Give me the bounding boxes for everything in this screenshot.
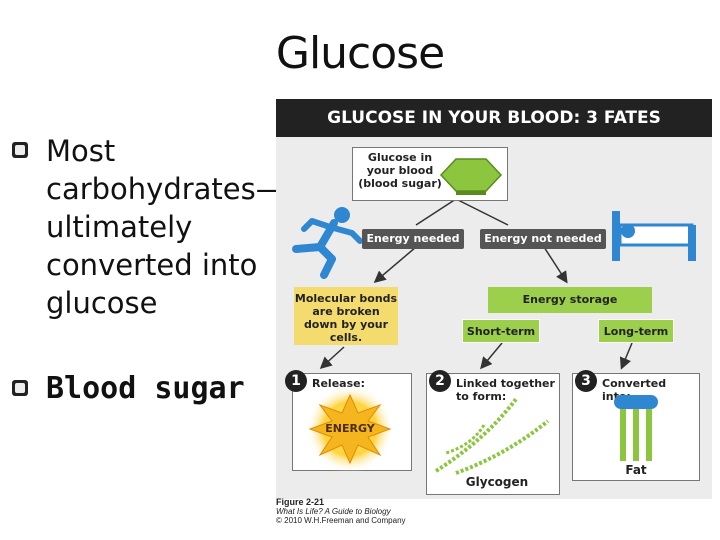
glucose-fates-figure: GLUCOSE IN YOUR BLOOD: 3 FATES Glucose i… [276,99,712,499]
figure-header: GLUCOSE IN YOUR BLOOD: 3 FATES [276,99,712,137]
glycogen-chain-icon [434,397,550,475]
fate-number-2: 2 [435,373,445,389]
fat-molecule-icon [614,395,658,461]
checkbox-bullet-icon [12,142,28,158]
fate-number-3: 3 [581,373,591,389]
glucose-hexagon-icon [439,158,503,195]
fate-number-circles [285,370,597,392]
molecular-bonds-box: Molecular bonds are broken down by your … [294,287,398,345]
glucose-label: Glucose in your blood (blood sugar) [358,151,442,190]
energy-storage-box: Energy storage [488,287,652,313]
energy-result: ENERGY [325,422,375,435]
energy-needed-label: Energy needed [362,229,464,249]
fat-result: Fat [625,463,647,477]
figure-caption: Figure 2-21 What Is Life? A Guide to Bio… [276,497,406,526]
figure-number: Figure 2-21 [276,497,325,507]
energy-burst-icon [306,385,394,473]
long-term-box: Long-term [598,319,674,343]
runner-icon [292,207,363,279]
short-term-box: Short-term [462,319,540,343]
energy-not-needed-label: Energy not needed [480,229,606,249]
fate-glycogen-label: Linked together to form: [456,377,555,403]
glycogen-result: Glycogen [465,475,529,489]
fate-glycogen-box [426,373,560,495]
bullet-text: Blood sugar [46,371,245,406]
bullet-text: Most carbohydrates—ultimately converted … [46,134,285,320]
slide-title: Glucose [275,28,445,79]
figure-copyright: © 2010 W.H.Freeman and Company [276,516,406,525]
connector-arrows [319,198,633,370]
checkbox-bullet-icon [12,380,28,396]
figure-book: What Is Life? A Guide to Biology [276,507,391,516]
bed-icon [612,211,696,261]
fate-number-1: 1 [291,373,301,389]
